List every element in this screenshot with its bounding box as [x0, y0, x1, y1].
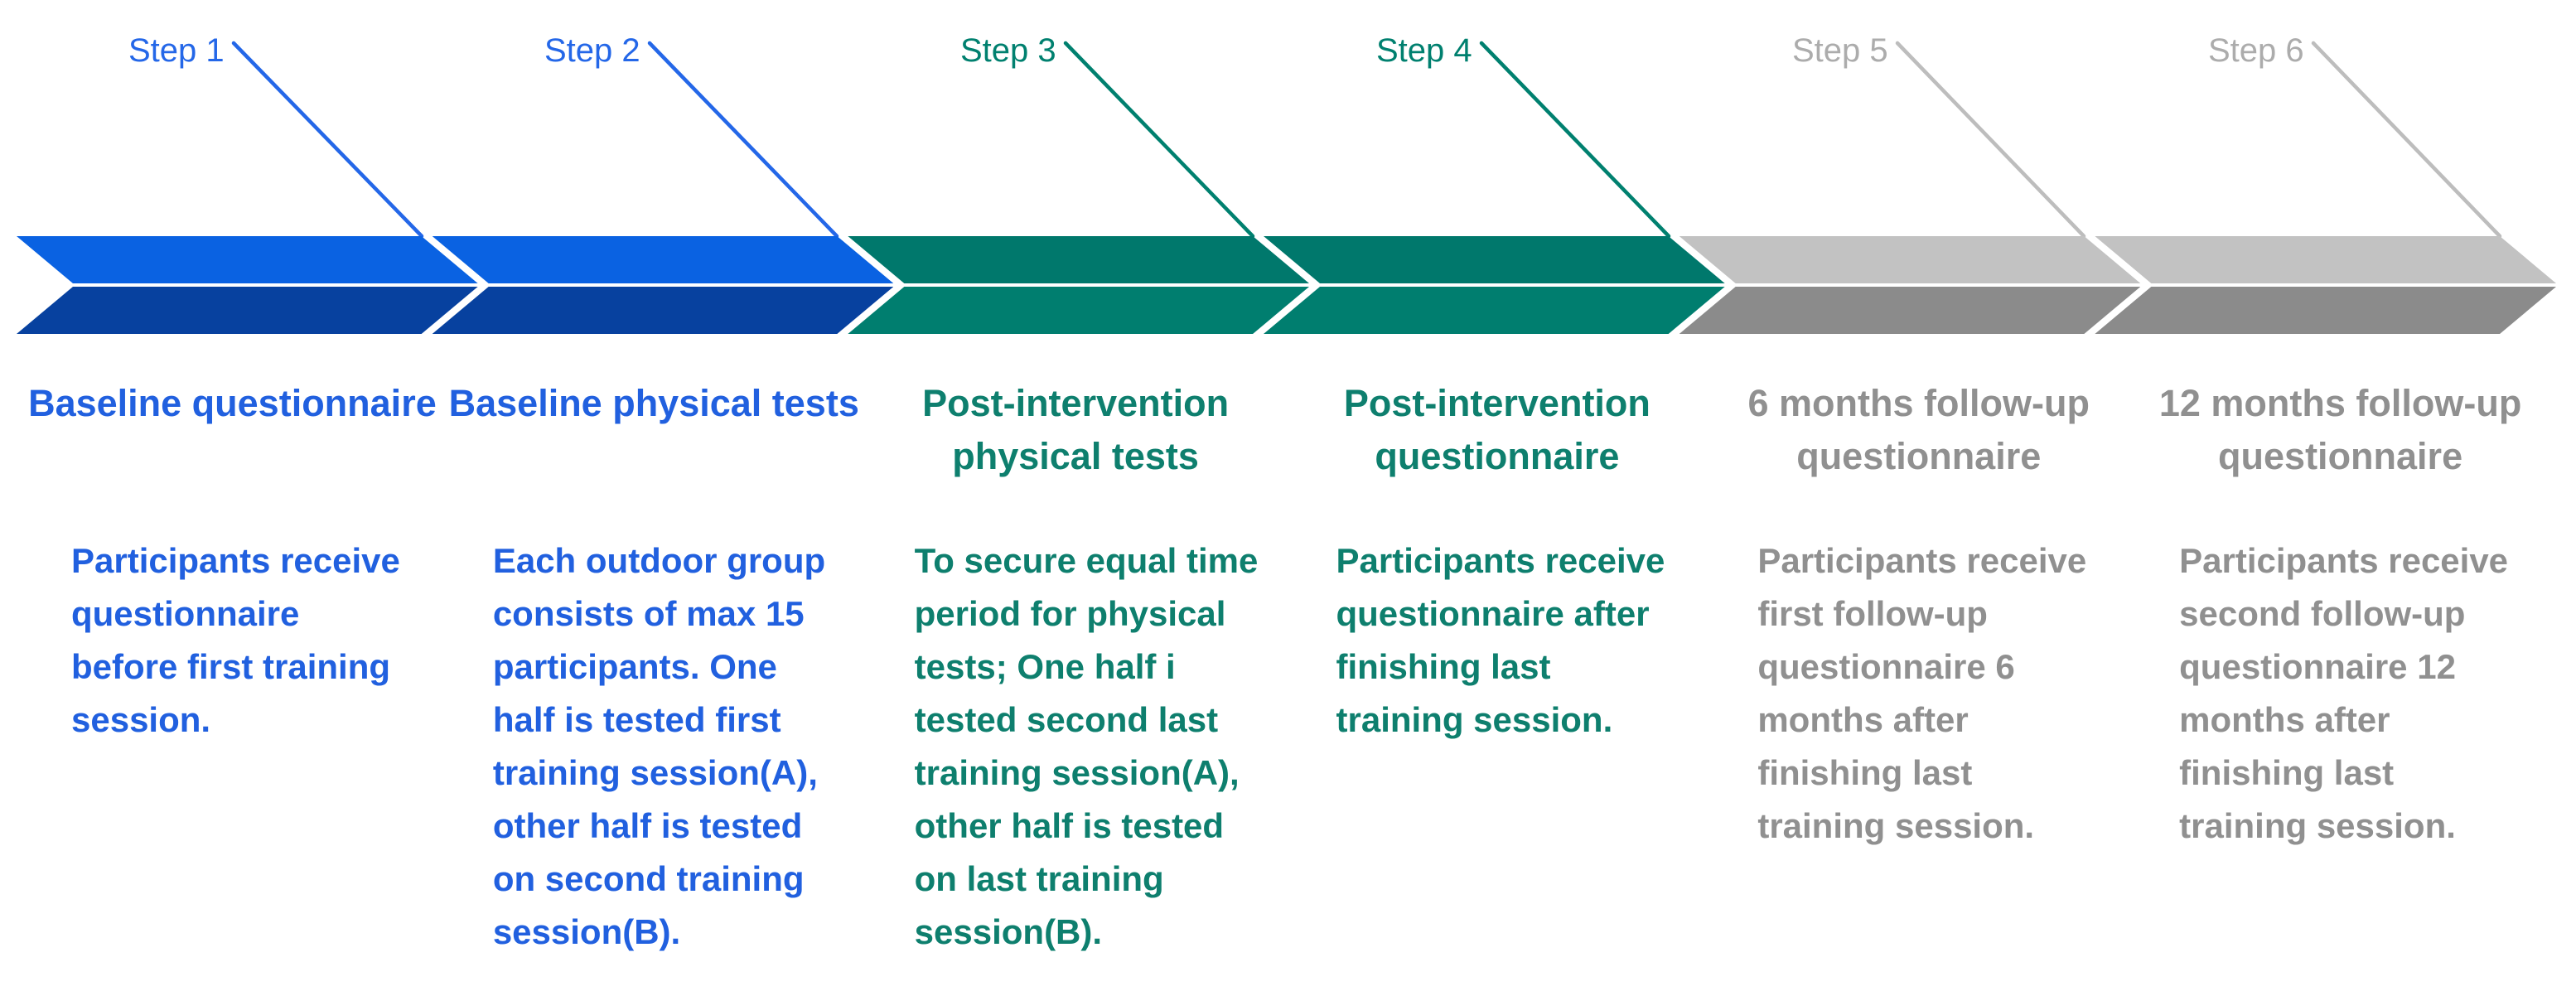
- step-column-4: Post-intervention questionnaire Particip…: [1315, 369, 1680, 959]
- step-title: Post-intervention physical tests: [922, 382, 1230, 477]
- step-text-columns: Baseline questionnaire Participants rece…: [17, 369, 2556, 959]
- step-line-2: [647, 41, 839, 239]
- step-column-6: 12 months follow-up questionnaire Partic…: [2158, 369, 2523, 959]
- step-title: Baseline questionnaire: [28, 382, 437, 424]
- step-title: Post-intervention questionnaire: [1343, 382, 1650, 477]
- step-connector-lines: [231, 41, 2502, 239]
- step-title: 12 months follow-up questionnaire: [2158, 382, 2522, 477]
- chevron-bottom-half: [2095, 287, 2556, 334]
- step-column-2: Baseline physical tests Each outdoor gro…: [449, 369, 859, 959]
- step-label-4: Step 4: [1376, 32, 1472, 69]
- step-title: 6 months follow-up questionnaire: [1747, 382, 2090, 477]
- step-line-3: [1063, 41, 1255, 239]
- arrow-segment-5: [1679, 236, 2141, 334]
- step-line-1: [231, 41, 424, 239]
- step-line-6: [2311, 41, 2502, 239]
- step-label-5: Step 5: [1792, 32, 1888, 69]
- step-column-5: 6 months follow-up questionnaire Partici…: [1736, 369, 2101, 959]
- chevron-top-half: [433, 236, 894, 283]
- step-column-1: Baseline questionnaire Participants rece…: [28, 369, 437, 959]
- chevron-top-half: [848, 236, 1309, 283]
- step-description: Participants receive second follow-up qu…: [2179, 541, 2509, 845]
- step-description: Participants receive questionnaire befor…: [71, 541, 400, 739]
- arrow-segment-2: [433, 236, 894, 334]
- arrow-segment-3: [848, 236, 1309, 334]
- arrow-band: [17, 236, 2556, 334]
- chevron-top-half: [2095, 236, 2556, 283]
- step-description: To secure equal time period for physical…: [914, 541, 1259, 951]
- step-line-4: [1479, 41, 1671, 239]
- step-line-5: [1895, 41, 2086, 239]
- step-column-3: Post-intervention physical tests To secu…: [893, 369, 1259, 959]
- step-description: Each outdoor group consists of max 15 pa…: [492, 541, 826, 951]
- chevron-bottom-half: [17, 287, 478, 334]
- step-description: Participants receive questionnaire after…: [1336, 541, 1665, 739]
- chevron-bottom-half: [433, 287, 894, 334]
- step-label-3: Step 3: [960, 32, 1056, 69]
- chevron-bottom-half: [1679, 287, 2141, 334]
- step-title: Baseline physical tests: [448, 382, 859, 424]
- step-description: Participants receive first follow-up que…: [1757, 541, 2087, 845]
- arrow-segment-4: [1264, 236, 1725, 334]
- arrow-segment-1: [17, 236, 478, 334]
- arrow-segment-6: [2095, 236, 2556, 334]
- step-label-2: Step 2: [544, 32, 640, 69]
- chevron-bottom-half: [1264, 287, 1725, 334]
- step-label-1: Step 1: [128, 32, 225, 69]
- step-label-6: Step 6: [2208, 32, 2304, 69]
- chevron-top-half: [1679, 236, 2141, 283]
- chevron-bottom-half: [848, 287, 1309, 334]
- chevron-top-half: [1264, 236, 1725, 283]
- chevron-top-half: [17, 236, 478, 283]
